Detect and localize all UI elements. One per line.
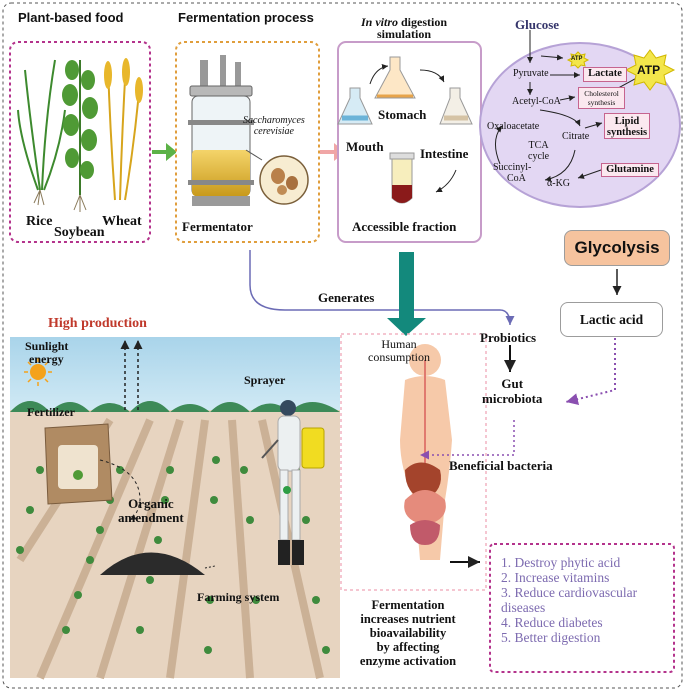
glutamine-box: Glutamine (601, 163, 659, 177)
atp-big-label: ATP (637, 63, 661, 77)
high-production-label: High production (48, 316, 147, 331)
green-arrow (152, 143, 177, 161)
human-body-icon (400, 344, 452, 560)
compost-pile-icon (100, 552, 205, 575)
teal-down-arrow (387, 252, 426, 336)
fermentation-title: Fermentation process (178, 10, 314, 25)
benefit-item: diseases (501, 600, 546, 615)
stomach-label: Stomach (378, 107, 427, 122)
benefit-item: 2. Increase vitamins (501, 570, 610, 585)
glucose-label: Glucose (515, 17, 560, 32)
lactic-to-gut-arrow (565, 338, 616, 405)
citrate-label: Citrate (562, 131, 590, 142)
digestion-box (337, 41, 482, 243)
human-box (340, 333, 487, 591)
succinyl-coa-label: Succinyl-CoA (493, 162, 532, 184)
benefits-list: 1. Destroy phytic acid 2. Increase vitam… (501, 555, 671, 645)
wheat-label: Wheat (102, 214, 142, 229)
fertilizer-label: Fertilizer (27, 405, 75, 419)
intestine-label: Intestine (420, 146, 469, 161)
wheat-plant-icon (104, 58, 143, 201)
yeast-cells-icon (245, 149, 309, 205)
rice-plant-icon (17, 59, 66, 206)
benefit-item: 4. Reduce diabetes (501, 615, 603, 630)
generates-arrow (249, 250, 515, 326)
farming-system-label: Farming system (197, 590, 280, 604)
farm-scene (10, 337, 340, 680)
sprayer-label: Sprayer (244, 373, 286, 387)
acetyl-coa-label: Acetyl-CoA (512, 96, 561, 107)
oxaloacetate-label: Oxaloacetate (487, 121, 540, 132)
atp-small-label: ATP (571, 56, 583, 62)
sun-icon (30, 364, 46, 380)
benefit-item: 1. Destroy phytic acid (501, 555, 621, 570)
sprayer-person-icon (261, 400, 325, 565)
flask-icons (337, 56, 473, 204)
fermentator-label: Fermentator (182, 219, 253, 234)
benefit-item: 5. Better digestion (501, 630, 601, 645)
fermentor-icon (188, 55, 254, 206)
atp-burst-icon (624, 49, 676, 91)
lactate-box: Lactate (583, 67, 627, 82)
soybean-label: Soybean (54, 225, 105, 240)
lactic-acid-box: Lactic acid (560, 302, 663, 337)
probiotics-label: Probiotics (480, 330, 537, 345)
beneficial-bacteria-label: Beneficial bacteria (449, 458, 553, 473)
accessible-fraction-label: Accessible fraction (352, 219, 457, 234)
rice-label: Rice (26, 214, 53, 229)
plant-food-title: Plant-based food (18, 10, 124, 25)
benefit-item: 3. Reduce cardiovascular (501, 585, 638, 600)
generates-label: Generates (318, 290, 375, 305)
benefits-box (489, 543, 675, 673)
atp-small-burst-icon (566, 51, 590, 69)
pyruvate-label: Pyruvate (513, 68, 549, 79)
beneficial-arrow (420, 420, 515, 460)
akg-label: α-KG (547, 178, 571, 189)
soybean-plant-icon (62, 60, 98, 212)
glycolysis-box: Glycolysis (564, 230, 670, 266)
mouth-label: Mouth (346, 139, 384, 154)
